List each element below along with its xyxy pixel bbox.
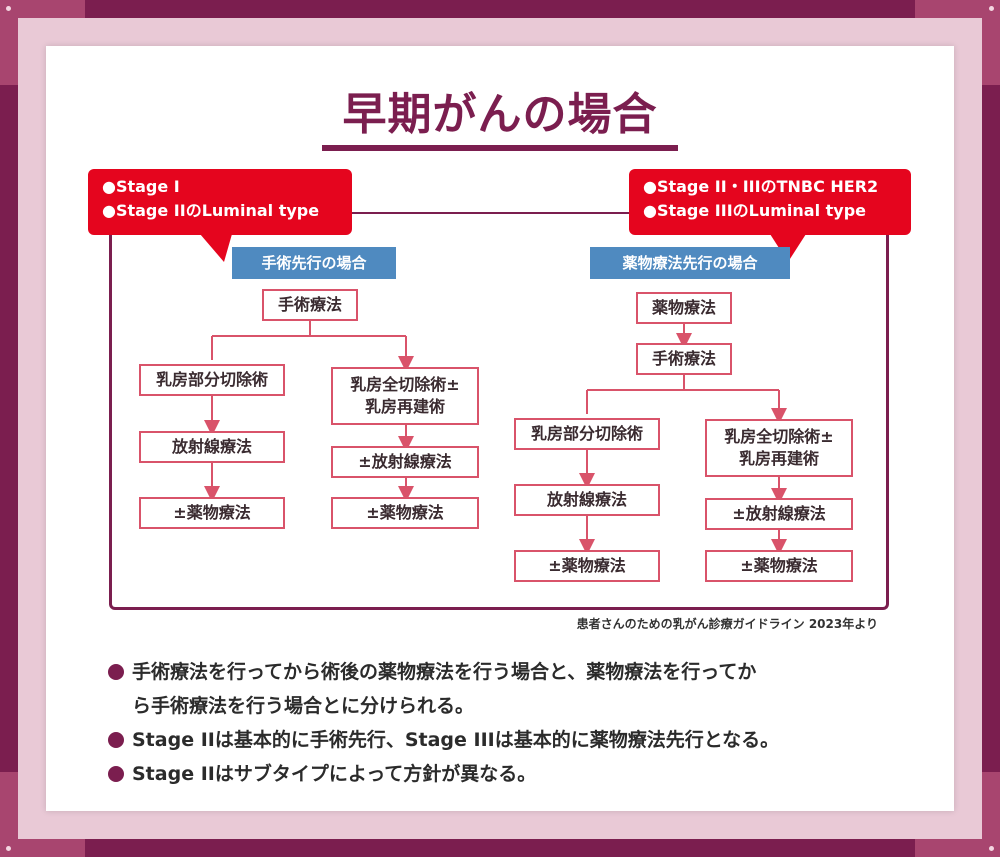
callout-left-tail [200, 234, 232, 262]
callout-right-line-2: ●Stage IIIのLuminal type [643, 201, 867, 220]
note-1-line-1: 手術療法を行ってから術後の薬物療法を行う場合と、薬物療法を行ってか [132, 661, 757, 683]
right-surgery-label: 手術療法 [651, 349, 716, 368]
right-drug-optional-label-b: ±薬物療法 [740, 556, 818, 575]
note-1-line-2: ら手術療法を行う場合とに分けられる。 [132, 695, 475, 717]
left-radiation-optional-box: ±放射線療法 [331, 446, 479, 478]
right-radiation-optional-box: ±放射線療法 [705, 498, 853, 530]
bullet-icon [108, 766, 124, 782]
title-underline [322, 145, 678, 151]
bg-stripe-top [85, 0, 915, 18]
callout-left: ●Stage I ●Stage IIのLuminal type [88, 169, 352, 235]
bullet-icon [108, 664, 124, 680]
arrow-right-split [586, 373, 779, 416]
bg-stripe-left [0, 85, 18, 772]
callout-left-line-2: ●Stage IIのLuminal type [102, 201, 320, 220]
left-drug-optional-label-b: ±薬物療法 [366, 503, 444, 522]
right-partial-mastectomy-label: 乳房部分切除術 [530, 424, 643, 443]
left-total-mastectomy-line-2: 乳房再建術 [364, 397, 445, 416]
callout-right-line-1: ●Stage II・IIIのTNBC HER2 [643, 177, 879, 196]
decor-dot [989, 846, 994, 851]
note-item: 手術療法を行ってから術後の薬物療法を行う場合と、薬物療法を行ってか ら手術療法を… [108, 655, 898, 723]
left-drug-optional-box-b: ±薬物療法 [331, 497, 479, 529]
arrow-left-split [211, 319, 406, 364]
left-surgery-label: 手術療法 [277, 295, 342, 314]
left-total-mastectomy-line-1: 乳房全切除術± [350, 375, 460, 394]
bg-stripe-right [982, 85, 1000, 772]
left-radiation-box: 放射線療法 [139, 431, 285, 463]
right-total-mastectomy-line-1: 乳房全切除術± [724, 427, 834, 446]
left-radiation-label: 放射線療法 [171, 437, 252, 456]
note-item: Stage IIは基本的に手術先行、Stage IIIは基本的に薬物療法先行とな… [108, 723, 898, 757]
callout-left-line-1: ●Stage I [102, 177, 180, 196]
left-drug-optional-label-a: ±薬物療法 [173, 503, 251, 522]
right-radiation-box: 放射線療法 [514, 484, 660, 516]
right-total-mastectomy-box: 乳房全切除術± 乳房再建術 [705, 419, 853, 477]
flow-panel [109, 212, 889, 610]
callout-right: ●Stage II・IIIのTNBC HER2 ●Stage IIIのLumin… [629, 169, 911, 235]
left-total-mastectomy-box: 乳房全切除術± 乳房再建術 [331, 367, 479, 425]
decor-dot [989, 6, 994, 11]
right-radiation-optional-label: ±放射線療法 [732, 504, 826, 523]
decor-dot [6, 6, 11, 11]
left-partial-mastectomy-label: 乳房部分切除術 [155, 370, 268, 389]
right-drug-optional-label-a: ±薬物療法 [548, 556, 626, 575]
right-radiation-label: 放射線療法 [546, 490, 627, 509]
left-surgery-box: 手術療法 [262, 289, 358, 321]
right-drug-label: 薬物療法 [651, 298, 716, 317]
left-drug-optional-box-a: ±薬物療法 [139, 497, 285, 529]
decor-dot [6, 846, 11, 851]
left-partial-mastectomy-box: 乳房部分切除術 [139, 364, 285, 396]
source-citation: 患者さんのための乳がん診療ガイドライン 2023年より [576, 617, 878, 631]
note-2-line-1: Stage IIは基本的に手術先行、Stage IIIは基本的に薬物療法先行とな… [132, 729, 780, 751]
callout-connector [350, 212, 630, 214]
right-partial-mastectomy-box: 乳房部分切除術 [514, 418, 660, 450]
right-drug-box: 薬物療法 [636, 292, 732, 324]
note-item: Stage IIはサブタイプによって方針が異なる。 [108, 757, 898, 791]
label-surgery-first: 手術先行の場合 [232, 247, 396, 279]
bullet-icon [108, 732, 124, 748]
notes-list: 手術療法を行ってから術後の薬物療法を行う場合と、薬物療法を行ってか ら手術療法を… [108, 655, 898, 791]
right-surgery-box: 手術療法 [636, 343, 732, 375]
right-total-mastectomy-line-2: 乳房再建術 [738, 449, 819, 468]
right-drug-optional-box-a: ±薬物療法 [514, 550, 660, 582]
note-3-line-1: Stage IIはサブタイプによって方針が異なる。 [132, 763, 537, 785]
bg-stripe-bottom [85, 839, 915, 857]
page-title: 早期がんの場合 [342, 89, 658, 140]
label-drug-first: 薬物療法先行の場合 [590, 247, 790, 279]
left-radiation-optional-label: ±放射線療法 [358, 452, 452, 471]
right-drug-optional-box-b: ±薬物療法 [705, 550, 853, 582]
